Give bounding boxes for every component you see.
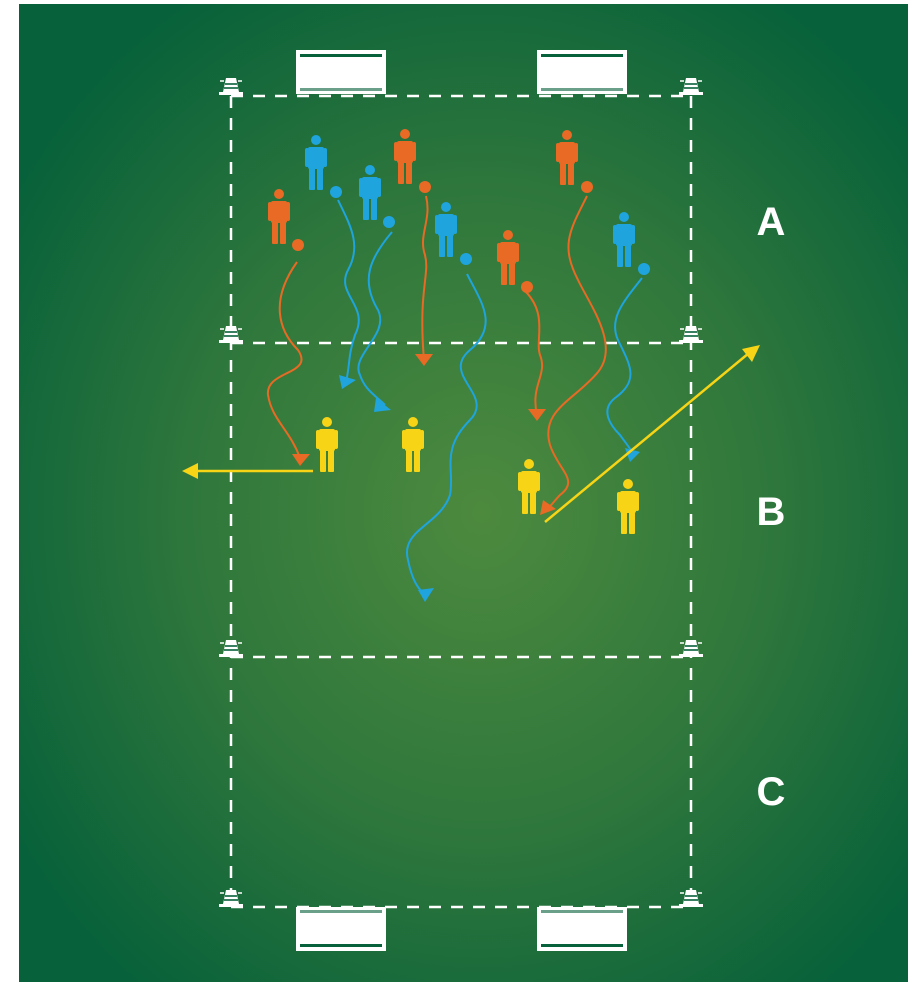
ball-icon	[521, 281, 533, 293]
zone-label-b: B	[757, 490, 786, 534]
ball-icon	[292, 239, 304, 251]
zone-label-c: C	[757, 770, 786, 814]
ball-icon	[383, 216, 395, 228]
ball-icon	[330, 186, 342, 198]
ball-icon	[419, 181, 431, 193]
ball-icon	[581, 181, 593, 193]
goal-icon	[296, 907, 386, 951]
goal-icon	[537, 907, 627, 951]
goal-icon	[537, 50, 627, 94]
goal-icon	[296, 50, 386, 94]
zone-label-a: A	[757, 200, 786, 244]
ball-icon	[638, 263, 650, 275]
ball-icon	[460, 253, 472, 265]
